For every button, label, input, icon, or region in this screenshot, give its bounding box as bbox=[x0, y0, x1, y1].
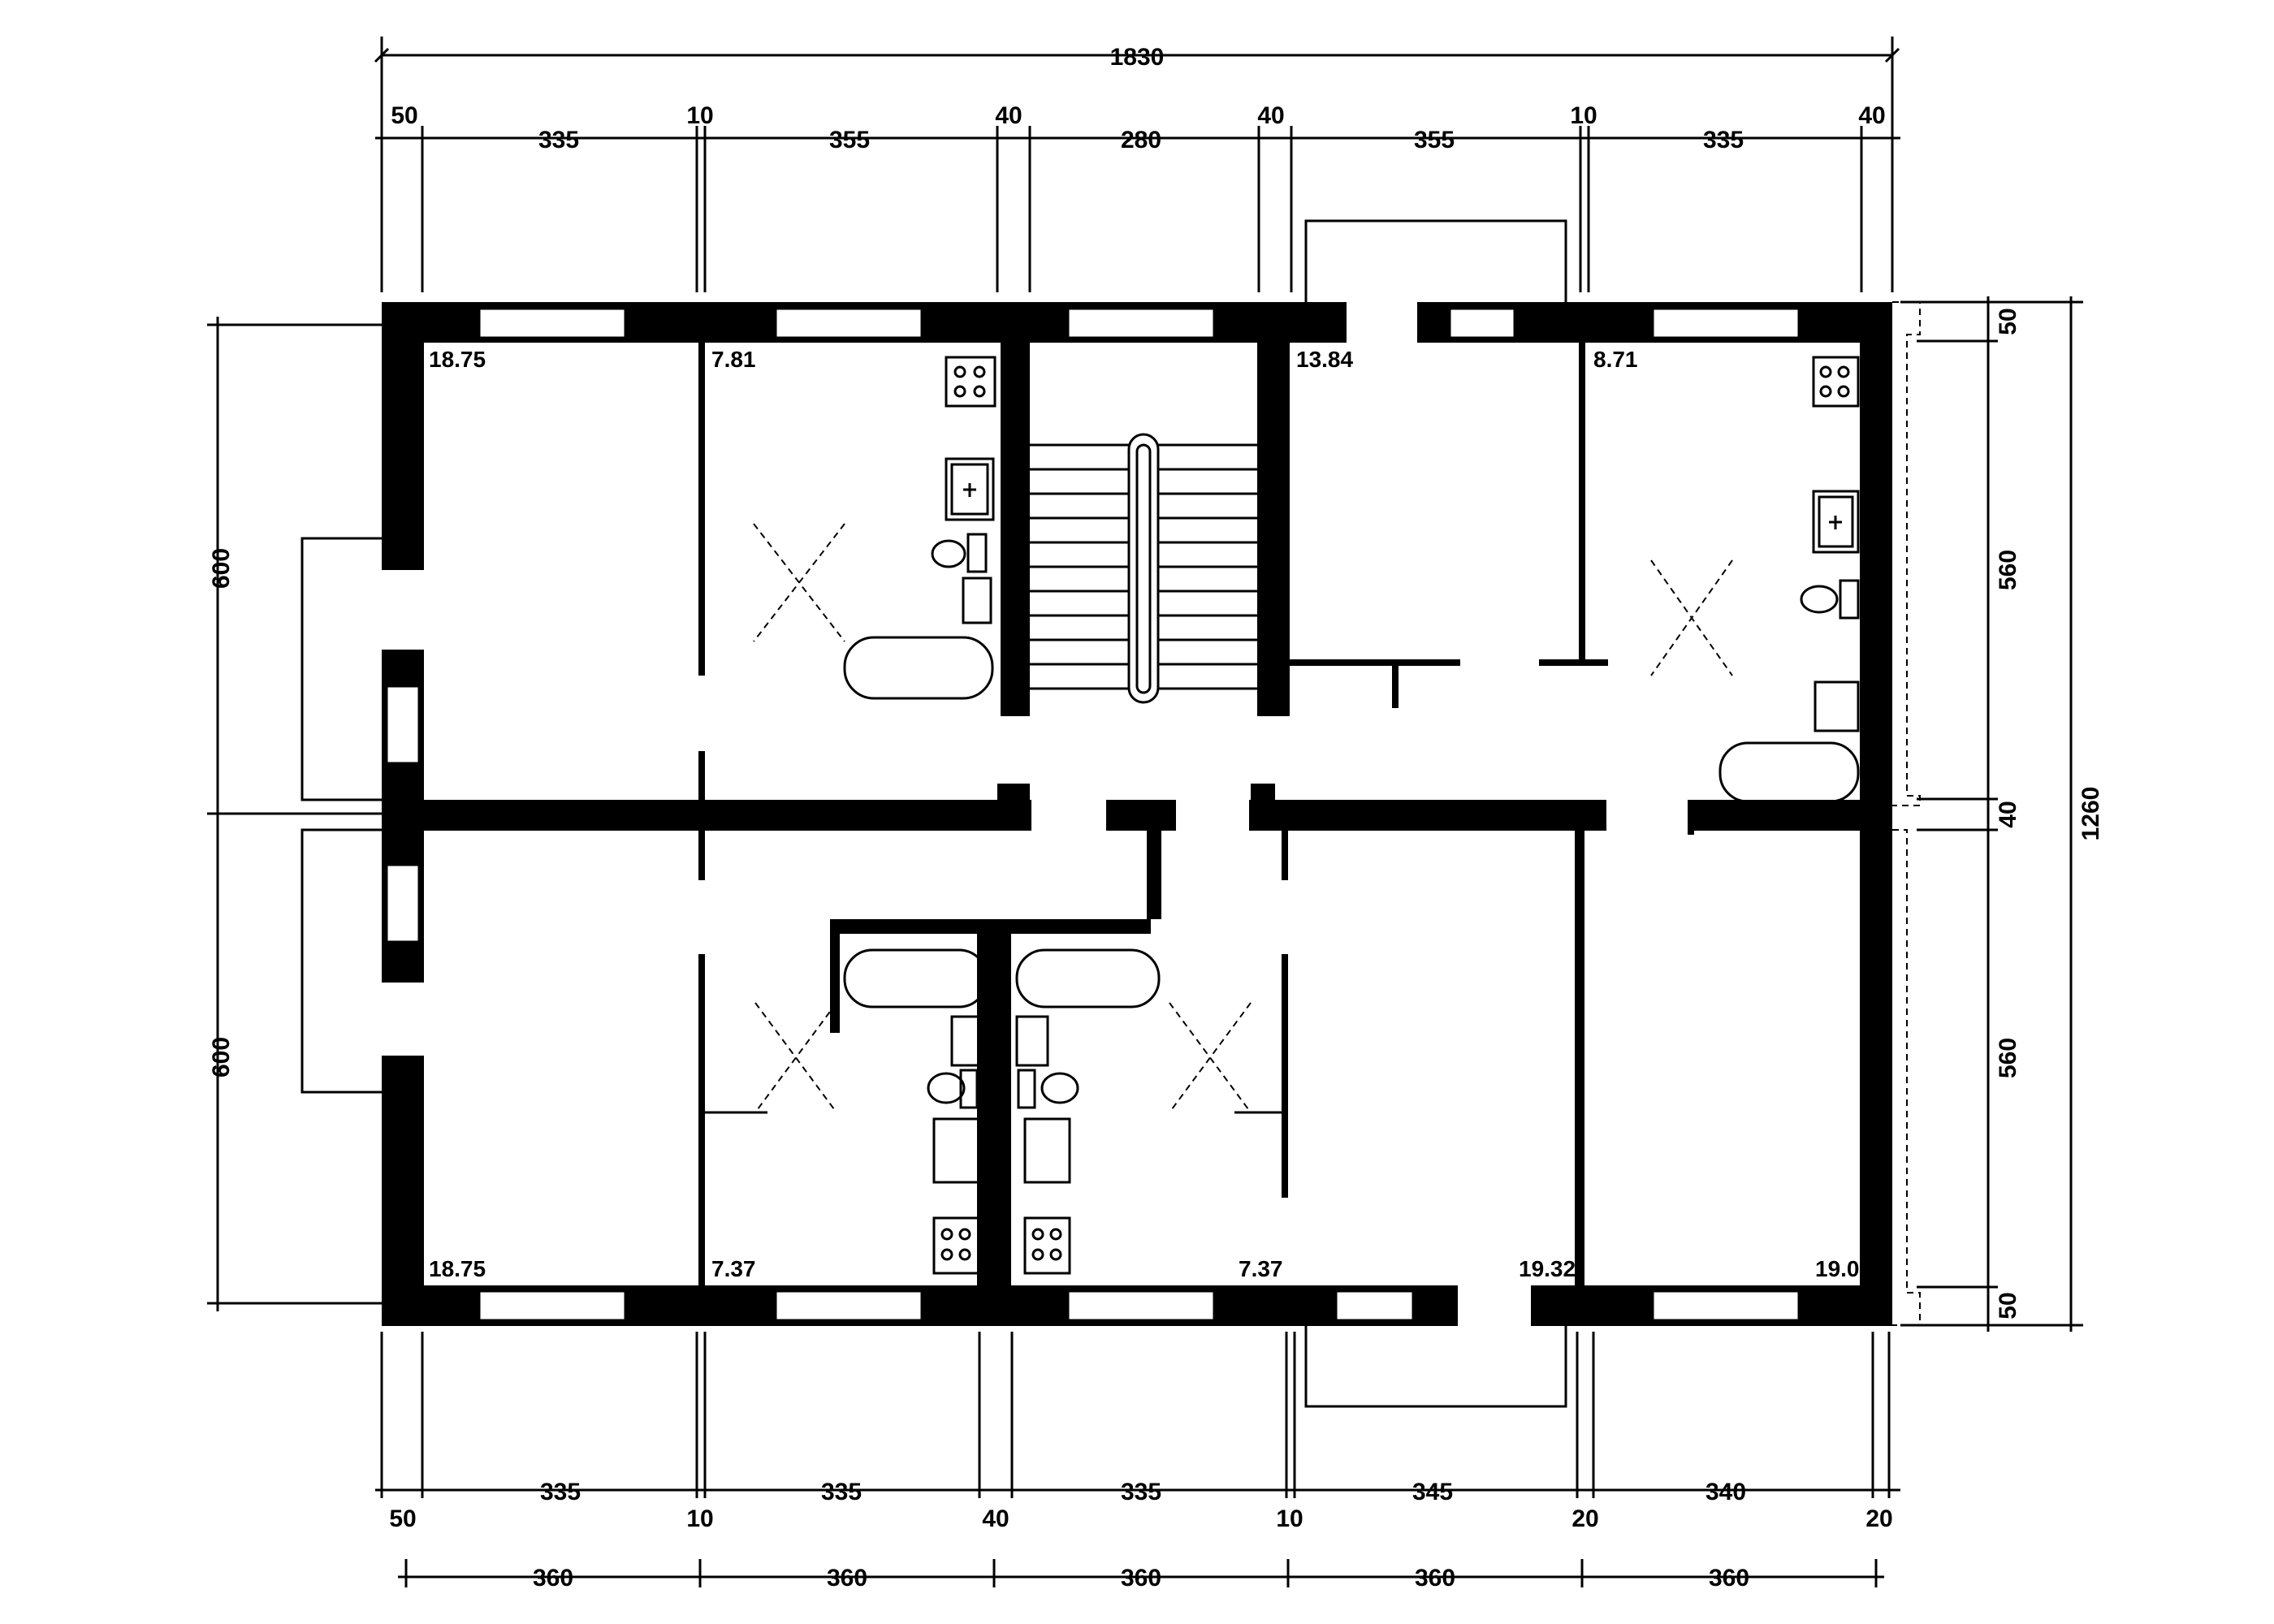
dim-bottom-3: 345 bbox=[1412, 1479, 1453, 1505]
balconies bbox=[300, 219, 1567, 1408]
dim-bottom-small-0: 50 bbox=[389, 1505, 416, 1532]
dim-bottom-2: 335 bbox=[1121, 1479, 1161, 1505]
area-top-left: 18.75 bbox=[429, 347, 486, 372]
staircase bbox=[1030, 433, 1257, 704]
dim-axis-3: 360 bbox=[1415, 1565, 1455, 1592]
dim-bottom-0: 335 bbox=[540, 1479, 581, 1505]
area-bottom-left: 18.75 bbox=[429, 1256, 486, 1281]
dim-bottom-4: 340 bbox=[1706, 1479, 1746, 1505]
dim-right-overall: 1260 bbox=[2077, 787, 2104, 841]
dim-bottom-1: 335 bbox=[821, 1479, 862, 1505]
dim-left-0: 600 bbox=[208, 548, 235, 589]
dim-top-5: 280 bbox=[1121, 127, 1161, 153]
dim-axis-2: 360 bbox=[1121, 1565, 1161, 1592]
dashed-loggia bbox=[1892, 301, 1921, 1326]
dim-top-4: 40 bbox=[995, 102, 1022, 129]
dim-right-0: 50 bbox=[1995, 308, 2021, 335]
dim-top-7: 355 bbox=[1414, 127, 1455, 153]
area-top-kitchen-right: 8.71 bbox=[1593, 347, 1638, 372]
dim-left-1: 600 bbox=[208, 1037, 235, 1078]
dim-top-10: 40 bbox=[1858, 102, 1885, 129]
area-bottom-room-d: 19.04 bbox=[1815, 1256, 1872, 1281]
dim-axis-0: 360 bbox=[533, 1565, 573, 1592]
dim-top-1: 335 bbox=[538, 127, 579, 153]
dim-bottom-small-2: 40 bbox=[982, 1505, 1009, 1532]
windows bbox=[385, 307, 1801, 1322]
dim-top-overall: 1830 bbox=[1110, 44, 1165, 71]
dim-right-1: 560 bbox=[1995, 550, 2021, 590]
dim-top-0: 50 bbox=[391, 102, 417, 129]
dim-right-2: 40 bbox=[1995, 801, 2021, 827]
dim-top-9: 335 bbox=[1703, 127, 1744, 153]
dim-bottom-small-3: 10 bbox=[1276, 1505, 1303, 1532]
dim-top-3: 355 bbox=[829, 127, 870, 153]
dim-axis-1: 360 bbox=[827, 1565, 867, 1592]
dim-axis-4: 360 bbox=[1709, 1565, 1749, 1592]
area-top-kitchen-left: 7.81 bbox=[711, 347, 756, 372]
dim-top-6: 40 bbox=[1257, 102, 1284, 129]
dim-top-8: 10 bbox=[1570, 102, 1597, 129]
area-bottom-kitchen-a: 7.37 bbox=[711, 1256, 756, 1281]
dim-bottom-small-1: 10 bbox=[686, 1505, 713, 1532]
dim-right-4: 50 bbox=[1995, 1292, 2021, 1319]
area-bottom-room-c: 19.32 bbox=[1519, 1256, 1576, 1281]
dim-top-2: 10 bbox=[686, 102, 713, 129]
room-areas: 18.75 7.81 13.84 8.71 18.75 7.37 7.37 19… bbox=[429, 347, 1872, 1281]
dimension-labels: 1830 50 335 10 355 40 280 40 355 10 335 … bbox=[208, 44, 2104, 1592]
area-stair-room: 13.84 bbox=[1296, 347, 1353, 372]
area-bottom-kitchen-b: 7.37 bbox=[1239, 1256, 1283, 1281]
dim-bottom-small-4: 20 bbox=[1571, 1505, 1598, 1532]
dim-right-3: 560 bbox=[1995, 1038, 2021, 1078]
dimension-lines bbox=[207, 37, 2083, 1587]
dim-bottom-small-5: 20 bbox=[1865, 1505, 1892, 1532]
fixtures bbox=[705, 356, 1860, 1275]
